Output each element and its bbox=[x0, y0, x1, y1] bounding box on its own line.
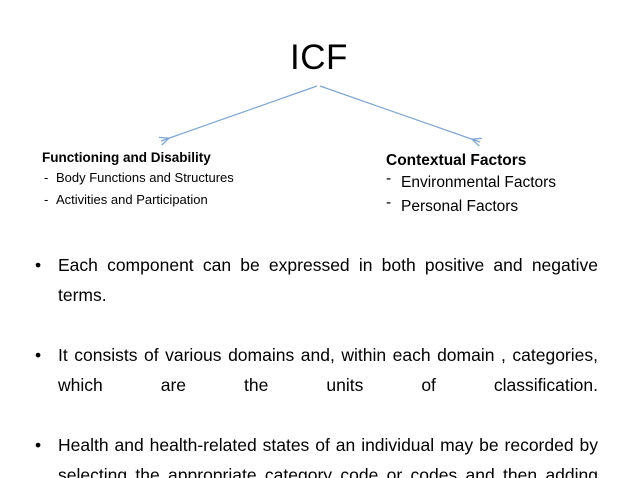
bullet-dot-icon: • bbox=[35, 345, 42, 365]
branch-item-label: Activities and Participation bbox=[56, 192, 208, 207]
branch-heading: Functioning and Disability bbox=[42, 150, 211, 165]
branch-contextual-factors: Contextual Factors -Environmental Factor… bbox=[386, 150, 556, 219]
bullet-text: Health and health-related states of an i… bbox=[58, 435, 598, 478]
bullet-text: Each component can be expressed in both … bbox=[58, 255, 598, 305]
bullet-dot-icon: • bbox=[35, 435, 42, 455]
branch-item-list: -Body Functions and Structures -Activiti… bbox=[42, 167, 234, 211]
branch-item-list: -Environmental Factors -Personal Factors bbox=[386, 171, 556, 219]
list-item: • Health and health-related states of an… bbox=[30, 430, 598, 478]
body-bullet-list: • Each component can be expressed in bot… bbox=[30, 250, 598, 478]
arrow-to-contextual-factors bbox=[319, 85, 482, 147]
bullet-dot-icon: • bbox=[35, 255, 42, 275]
branch-functioning-and-disability: Functioning and Disability -Body Functio… bbox=[42, 148, 234, 211]
list-item: • Each component can be expressed in bot… bbox=[30, 250, 598, 340]
page-title: ICF bbox=[290, 38, 348, 77]
branch-list-item: -Personal Factors bbox=[386, 194, 519, 215]
branch-item-label: Personal Factors bbox=[401, 198, 519, 215]
bullet-text: It consists of various domains and, with… bbox=[58, 345, 598, 395]
branch-list-item: -Environmental Factors bbox=[386, 170, 557, 191]
branch-item-label: Environmental Factors bbox=[401, 174, 557, 191]
branch-list-item: -Activities and Participation bbox=[42, 189, 234, 211]
branch-list-item: -Body Functions and Structures bbox=[42, 167, 234, 189]
dash-marker-icon: - bbox=[44, 170, 49, 185]
arrow-to-functioning-and-disability bbox=[159, 85, 318, 146]
branch-item-label: Body Functions and Structures bbox=[56, 170, 234, 185]
dash-marker-icon: - bbox=[44, 192, 49, 207]
list-item: • It consists of various domains and, wi… bbox=[30, 340, 598, 430]
branch-heading: Contextual Factors bbox=[386, 152, 527, 169]
